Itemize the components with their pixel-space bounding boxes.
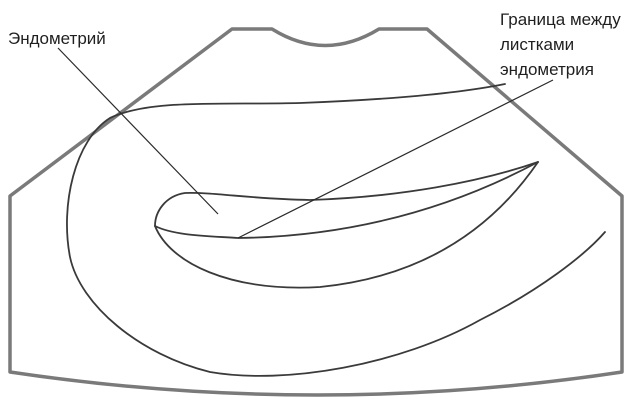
boundary-label-line-2: листками	[500, 35, 574, 54]
endometrium-label: Эндометрий	[8, 29, 106, 48]
endometrium-lower-contour	[155, 162, 538, 288]
boundary-label-line-3: эндометрия	[500, 60, 594, 79]
endometrium-upper-contour	[155, 162, 538, 226]
endometrial-midline	[155, 162, 538, 238]
endometrium-leader-line	[58, 48, 218, 214]
boundary-label-line-1: Граница между	[500, 10, 621, 29]
ultrasound-frame	[10, 29, 622, 395]
